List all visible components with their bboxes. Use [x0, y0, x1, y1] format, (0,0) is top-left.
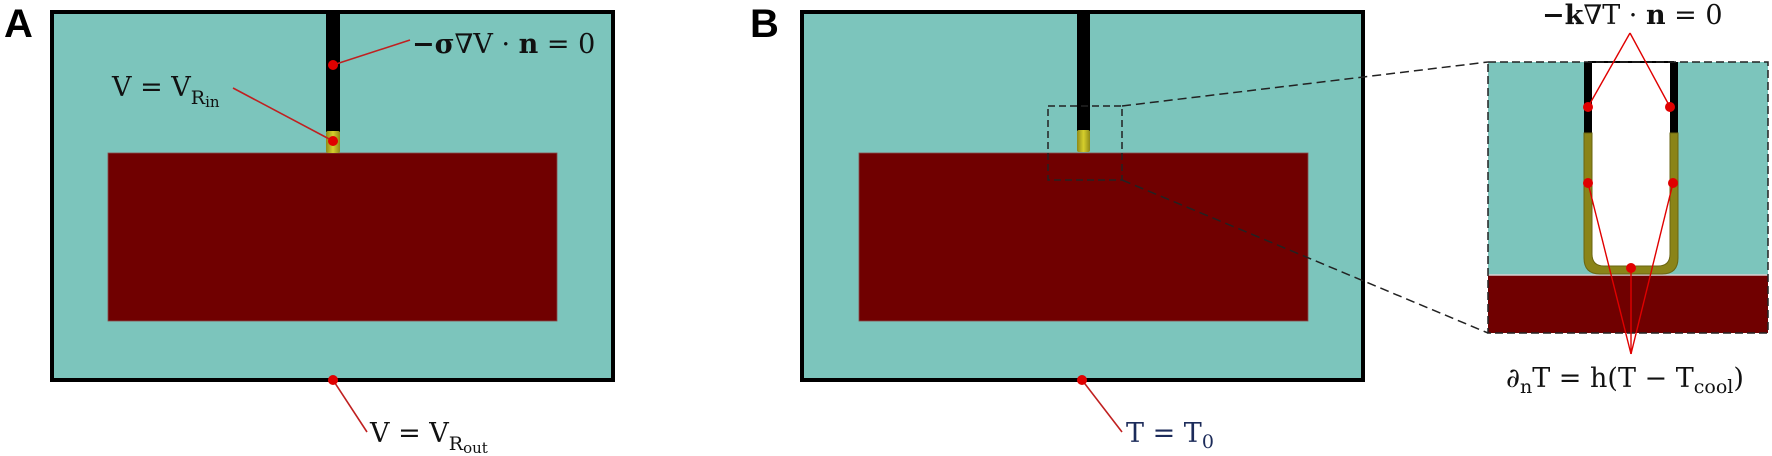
electrode-shaft	[1077, 12, 1090, 131]
panel-b: B T = T0	[750, 0, 1769, 453]
panel-label-b: B	[750, 2, 779, 46]
leader-line	[1587, 182, 1632, 355]
zoom-inset: −k∇T · n = 0 ∂nT = h(T − Tcool)	[1487, 0, 1769, 398]
bc-point-marker	[328, 375, 338, 385]
tissue-block	[858, 152, 1309, 322]
leader-line	[1629, 32, 1671, 108]
outer-temperature-bc-label: T = T0	[1126, 418, 1214, 453]
outer-voltage-bc-label: V = VRout	[369, 418, 488, 456]
electrode-tip-conductive	[1583, 132, 1679, 275]
leader-line	[1587, 32, 1631, 108]
zoom-connector-top	[1121, 61, 1489, 107]
bc-point-marker	[1665, 102, 1675, 112]
electrode-wall-left	[1584, 62, 1592, 133]
bc-point-marker	[1668, 178, 1678, 188]
convective-bc-label: ∂nT = h(T − Tcool)	[1506, 363, 1744, 398]
inset-border	[1487, 61, 1769, 334]
electrode-tip	[1077, 130, 1090, 152]
electrode-wall-right	[1670, 62, 1678, 133]
leader-line	[332, 379, 368, 433]
zoom-region-box	[1047, 105, 1123, 181]
bc-point-marker	[1583, 178, 1593, 188]
bc-point-marker	[328, 136, 338, 146]
insulation-bc-label: −σ∇V · n = 0	[412, 29, 595, 60]
bc-point-marker	[1077, 375, 1087, 385]
electrode-shaft	[326, 12, 340, 132]
leader-line	[1081, 379, 1123, 433]
panel-a: A −σ∇V · n = 0 V = VRin V = VRout	[4, 2, 615, 456]
bc-point-marker	[328, 60, 338, 70]
bc-point-marker	[1626, 263, 1636, 273]
leader-line	[232, 87, 334, 142]
zoom-connector-bottom	[1121, 179, 1489, 334]
tip-voltage-bc-label: V = VRin	[111, 72, 220, 111]
inset-tissue	[1488, 275, 1768, 333]
electrode-lumen	[1592, 62, 1670, 266]
leader-line	[332, 39, 411, 66]
panel-label-a: A	[4, 2, 33, 46]
bc-point-marker	[1583, 102, 1593, 112]
leader-line	[1630, 182, 1674, 355]
tissue-block	[107, 152, 558, 322]
thermal-insulation-bc-label: −k∇T · n = 0	[1542, 0, 1723, 31]
